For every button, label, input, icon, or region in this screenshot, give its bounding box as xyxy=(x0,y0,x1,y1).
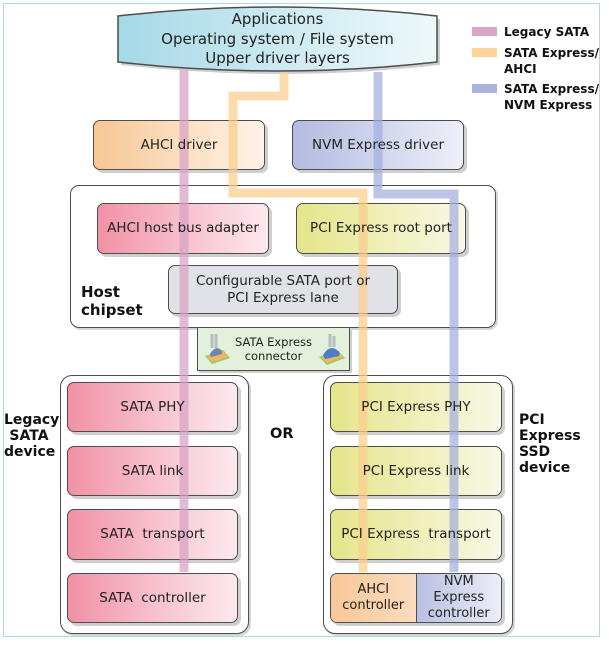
sata-plug-icon xyxy=(205,334,230,364)
pcie-link-label: PCI Express link xyxy=(362,462,470,479)
nvm-controller-label-line: NVM Express xyxy=(433,574,485,605)
nvm-express-driver-label: NVM Express driver xyxy=(312,136,444,153)
sata-transport-box: SATA transport xyxy=(67,509,238,560)
connector-label-line: SATA Express xyxy=(234,335,313,349)
sata-link-label: SATA link xyxy=(121,462,184,479)
pcie-phy-box: PCI Express PHY xyxy=(330,382,502,432)
pcie-ssd-device-label: PCI Express SSD device xyxy=(519,412,609,476)
legend-item-sata-express-nvme: SATA Express/ NVM Express xyxy=(472,81,599,113)
pcie-device-label-line: device xyxy=(519,460,571,476)
legacy-sata-device-label: Legacy SATA device xyxy=(4,412,60,460)
diagram-frame xyxy=(3,3,600,637)
sata-controller-label: SATA controller xyxy=(99,589,206,606)
upper-layers-shape xyxy=(117,6,440,74)
connector-label-line: connector xyxy=(244,349,303,363)
legacy-device-label-line: device xyxy=(4,444,56,460)
configurable-port-box: Configurable SATA port or PCI Express la… xyxy=(168,265,398,314)
pcie-link-box: PCI Express link xyxy=(330,446,502,496)
sata-transport-label: SATA transport xyxy=(100,526,205,542)
ahci-controller-box: AHCI controller xyxy=(331,574,416,622)
legacy-device-label-line: SATA xyxy=(9,428,49,444)
legend-item-sata-express-ahci: SATA Express/ AHCI xyxy=(472,45,599,77)
controller-box: AHCI controller NVM Express controller xyxy=(330,573,502,623)
host-chipset-label-line: Host xyxy=(81,283,120,301)
sata-phy-label: SATA PHY xyxy=(120,398,185,415)
sata-link-box: SATA link xyxy=(67,446,238,496)
nvm-express-driver-box: NVM Express driver xyxy=(292,120,464,170)
os-filesystem-text: Operating system / File system xyxy=(161,29,394,48)
legend-label: AHCI xyxy=(504,62,537,76)
or-label: OR xyxy=(270,426,294,442)
legacy-device-label-line: Legacy xyxy=(4,412,60,428)
nvm-express-controller-box: NVM Express controller xyxy=(415,574,501,622)
pcie-transport-label: PCI Express transport xyxy=(341,526,491,542)
applications-text: Applications xyxy=(231,10,324,28)
host-chipset-label-line: chipset xyxy=(81,301,143,319)
legend-swatch-ahci xyxy=(472,48,497,57)
legend-label: NVM Express xyxy=(504,98,593,112)
legend-label: Legacy SATA xyxy=(504,25,590,39)
ahci-driver-box: AHCI driver xyxy=(93,120,265,170)
pcie-device-label-line: SSD xyxy=(519,444,551,460)
sata-controller-box: SATA controller xyxy=(67,573,238,623)
upper-driver-text: Upper driver layers xyxy=(205,49,350,67)
pcie-root-port-box: PCI Express root port xyxy=(296,203,466,254)
pcie-phy-label: PCI Express PHY xyxy=(361,398,471,415)
legend-swatch-nvme xyxy=(472,84,497,93)
ahci-controller-label-line: AHCI xyxy=(357,582,390,597)
configurable-label-line: PCI Express lane xyxy=(227,289,339,306)
ahci-hba-label: AHCI host bus adapter xyxy=(107,220,259,236)
upper-layers-label: Applications Operating system / File sys… xyxy=(118,10,437,69)
configurable-label-line: Configurable SATA port or xyxy=(195,272,371,289)
ahci-driver-label: AHCI driver xyxy=(140,136,218,153)
sata-phy-box: SATA PHY xyxy=(67,382,238,432)
nvm-controller-label-line: controller xyxy=(427,606,490,621)
pcie-root-port-label: PCI Express root port xyxy=(310,220,452,236)
pcie-device-label-line: PCI Express xyxy=(519,412,581,444)
legend-label: SATA Express/ xyxy=(504,82,599,96)
host-chipset-label: Host chipset xyxy=(81,283,143,319)
ahci-controller-label-line: controller xyxy=(342,598,405,613)
pcie-transport-box: PCI Express transport xyxy=(330,509,502,560)
legend-swatch-legacy-sata xyxy=(472,27,497,36)
legend-label: SATA Express/ xyxy=(504,46,599,60)
ahci-host-bus-adapter-box: AHCI host bus adapter xyxy=(97,203,269,254)
legend-item-legacy-sata: Legacy SATA xyxy=(472,24,589,40)
pcie-plug-icon xyxy=(319,334,345,365)
